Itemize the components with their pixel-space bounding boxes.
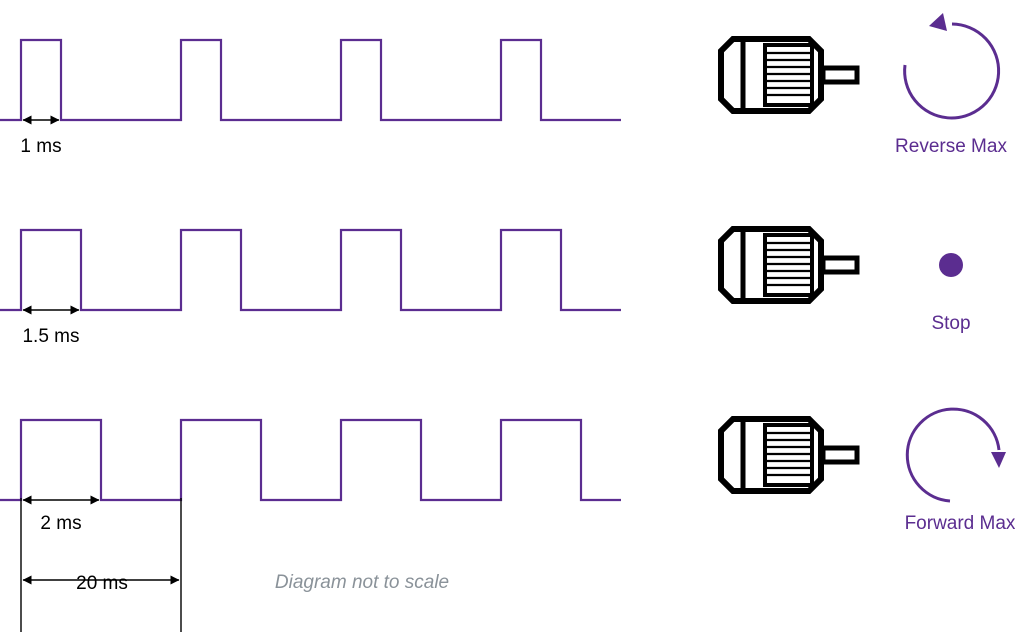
pulse-width-label: 2 ms bbox=[40, 513, 81, 534]
pwm-waveform bbox=[0, 228, 621, 312]
state-label: Forward Max bbox=[905, 513, 1015, 534]
signal-row-1: 1 ms Reverse Max bbox=[0, 13, 1007, 157]
motor-icon bbox=[721, 39, 857, 111]
period-dimension: 20 ms bbox=[20, 498, 182, 632]
counterclockwise-arrow-icon bbox=[903, 13, 1001, 120]
signal-row-2: 1.5 ms Stop bbox=[0, 229, 971, 347]
stop-dot-icon bbox=[939, 253, 963, 277]
not-to-scale-note: Diagram not to scale bbox=[275, 572, 449, 593]
period-label: 20 ms bbox=[76, 573, 128, 594]
state-label: Stop bbox=[931, 313, 970, 334]
clockwise-arrow-icon bbox=[905, 407, 1006, 503]
state-label: Reverse Max bbox=[895, 136, 1007, 157]
rows-layer: 1 ms Reverse Max 1.5 ms Stop 2 ms Forward Max bbox=[0, 13, 1015, 534]
motor-icon bbox=[721, 229, 857, 301]
pulse-width-label: 1 ms bbox=[20, 136, 61, 157]
signal-row-3: 2 ms Forward Max bbox=[0, 407, 1015, 534]
pulse-width-label: 1.5 ms bbox=[22, 326, 79, 347]
motor-icon bbox=[721, 419, 857, 491]
pwm-waveform bbox=[0, 38, 621, 122]
pwm-waveform bbox=[0, 418, 621, 502]
